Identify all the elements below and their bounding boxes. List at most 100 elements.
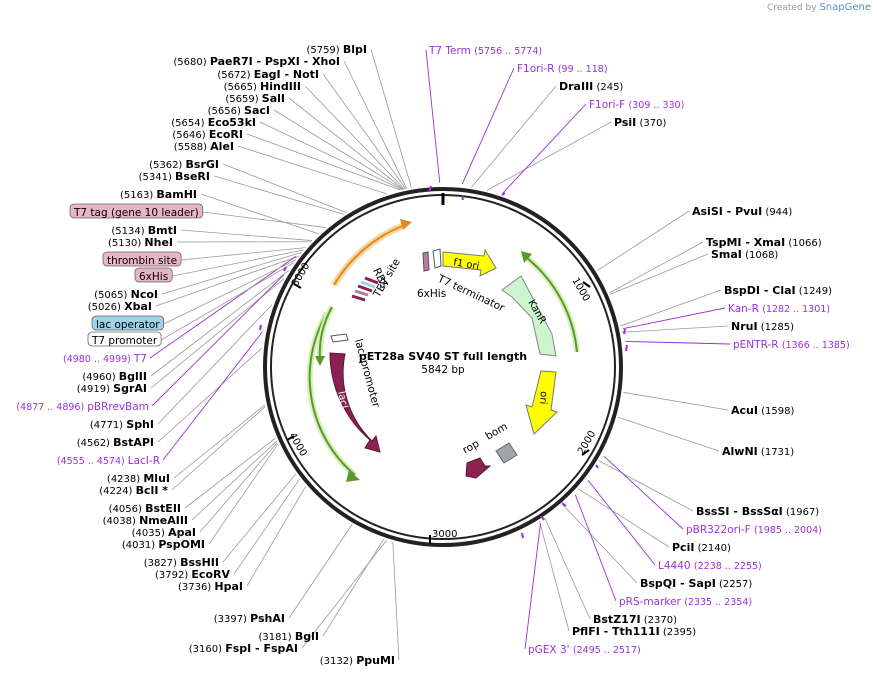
feature-lacI	[329, 352, 381, 453]
feature-bom	[495, 442, 518, 464]
enzyme-site-label: DraIII (245)	[559, 80, 623, 93]
primer-label: (4555 .. 4574) LacI-R	[57, 455, 160, 467]
enzyme-site-label: TspMI - XmaI (1066)	[706, 236, 822, 249]
enzyme-site-label: (5026) XbaI	[88, 300, 152, 313]
enzyme-site-label: (5672) EagI - NotI	[217, 68, 319, 81]
feature-box-label: thrombin site	[107, 255, 177, 267]
enzyme-site-label: BstZ17I (2370)	[593, 613, 677, 626]
orf-arc-kanr-arrowhead	[521, 251, 532, 263]
tick-label-1000: 1000	[569, 276, 591, 304]
enzyme-site-label: (4562) BstAPI	[77, 436, 154, 449]
enzyme-site-label: (3132) PpuMI	[320, 654, 395, 667]
enzyme-site-label: (3397) PshAI	[214, 612, 285, 625]
feature-box-label: 6xHis	[139, 271, 168, 283]
tick-mark-5000	[293, 283, 302, 289]
tick-mark-4000	[286, 435, 295, 441]
enzyme-site-label: NruI (1285)	[731, 320, 794, 333]
primer-label: pRS-marker (2335 .. 2354)	[619, 596, 752, 608]
feature-label-f1-ori: f1 ori	[452, 257, 480, 272]
orf-arc-lacI-arrowhead	[346, 470, 360, 482]
enzyme-site-label: AcuI (1598)	[731, 404, 794, 417]
enzyme-site-label: (4038) NmeAIII	[103, 514, 188, 527]
enzyme-site-label: (4035) ApaI	[132, 526, 196, 539]
enzyme-site-label: (3827) BssHII	[144, 556, 219, 569]
enzyme-site-label: (5659) SalI	[225, 92, 285, 105]
primer-label: T7 Term (5756 .. 5774)	[428, 45, 542, 57]
feature-label-6xhis: 6xHis	[417, 288, 446, 300]
primer-label: F1ori-R (99 .. 118)	[517, 63, 608, 75]
enzyme-site-label: (3736) HpaI	[178, 580, 243, 593]
enzyme-site-label: (5163) BamHI	[120, 188, 197, 201]
primer-label: (4980 .. 4999) T7	[63, 353, 147, 365]
enzyme-site-label: (5680) PaeR7I - PspXI - XhoI	[173, 55, 340, 68]
orf-arc-t7-line	[333, 224, 406, 286]
feature-label-lacI-promoter: lacI promoter	[352, 338, 382, 410]
enzyme-site-label: (5759) BlpI	[306, 43, 367, 56]
enzyme-site-label: (5362) BsrGI	[149, 158, 219, 171]
feature-box-label: T7 promoter	[91, 335, 158, 347]
primer-label: L4440 (2238 .. 2255)	[658, 560, 762, 572]
orf-arc-lacI-short-arrowhead	[315, 356, 325, 366]
enzyme-site-label: PciI (2140)	[672, 541, 731, 554]
primer-label: (4877 .. 4896) pBRrevBam	[16, 401, 149, 413]
feature-t7-terminator	[432, 248, 442, 269]
orf-arc-lacI-line	[308, 312, 356, 476]
enzyme-site-label: BspDI - ClaI (1249)	[724, 284, 832, 297]
enzyme-site-label: (4771) SphI	[90, 418, 154, 431]
enzyme-site-label: (3160) FspI - FspAI	[189, 642, 298, 655]
tick-label-3000: 3000	[432, 529, 457, 540]
orf-arc-t7-arrowhead	[400, 219, 412, 230]
feature-rop	[465, 457, 492, 479]
snapgene-logo: SnapGene	[819, 2, 871, 13]
tick-mark-1000	[582, 281, 591, 288]
feature-f1-ori	[442, 248, 497, 277]
enzyme-site-label: AlwNI (1731)	[722, 445, 794, 458]
enzyme-site-label: (4056) BstEII	[109, 502, 181, 515]
label-leader-lines	[149, 48, 731, 661]
plasmid-title: pET28a SV40 ST full length	[359, 350, 527, 363]
tick-mark-2000	[581, 449, 590, 456]
enzyme-site-label: (5588) AleI	[174, 140, 234, 153]
enzyme-site-label: PflFI - Tth111I (2395)	[572, 625, 696, 638]
enzyme-site-label: (4238) MluI	[107, 472, 170, 485]
label-texts: (5759) BlpI(5680) PaeR7I - PspXI - XhoI(…	[16, 43, 849, 667]
plasmid-length: 5842 bp	[421, 364, 465, 376]
enzyme-site-label: (4960) BglII	[82, 370, 147, 383]
feature-label-rop: rop	[461, 437, 482, 456]
primer-label: Kan-R (1282 .. 1301)	[728, 303, 830, 315]
enzyme-site-label: AsiSI - PvuI (944)	[692, 205, 792, 218]
snapgene-watermark: Created by SnapGene	[767, 2, 871, 13]
enzyme-site-label: (5065) NcoI	[94, 288, 158, 301]
feature-cluster-mcs	[351, 276, 379, 302]
enzyme-site-label: (5654) Eco53kI	[171, 116, 256, 129]
feature-label-ori: ori	[537, 391, 549, 405]
enzyme-site-label: (5134) BmtI	[111, 224, 177, 237]
backbone-outer-ring	[263, 187, 623, 547]
enzyme-site-label: BssSI - BssSαI (1967)	[696, 505, 819, 518]
primer-marks	[259, 185, 628, 539]
feature-lacI-promoter	[330, 333, 349, 343]
feature-label-bom: bom	[484, 421, 510, 443]
feature-box-label: T7 tag (gene 10 leader)	[73, 207, 199, 219]
enzyme-site-label: (4919) SgrAI	[77, 382, 147, 395]
feature-box	[134, 267, 173, 283]
feature-box	[102, 251, 182, 267]
orf-arc-kanr-line	[526, 257, 578, 353]
enzyme-site-label: (4224) BclI *	[99, 484, 168, 497]
feature-box	[87, 331, 162, 347]
feature-kanr	[501, 275, 557, 357]
feature-ori	[525, 370, 558, 435]
tick-label-5000: 5000	[290, 261, 312, 289]
primer-label: pENTR-R (1366 .. 1385)	[733, 339, 850, 351]
enzyme-site-label: (5665) HindIII	[224, 80, 301, 93]
enzyme-site-label: PsiI (370)	[614, 116, 666, 129]
primer-label: pBR322ori-F (1985 .. 2004)	[686, 524, 822, 536]
enzyme-site-label: SmaI (1068)	[711, 248, 778, 261]
tick-label-2000: 2000	[576, 429, 598, 457]
feature-6xhis	[422, 251, 430, 272]
enzyme-site-label: (5130) NheI	[108, 236, 173, 249]
enzyme-site-label: BspQI - SapI (2257)	[640, 577, 752, 590]
enzyme-site-label: (5656) SacI	[208, 104, 270, 117]
enzyme-site-label: (5341) BseRI	[139, 170, 210, 183]
